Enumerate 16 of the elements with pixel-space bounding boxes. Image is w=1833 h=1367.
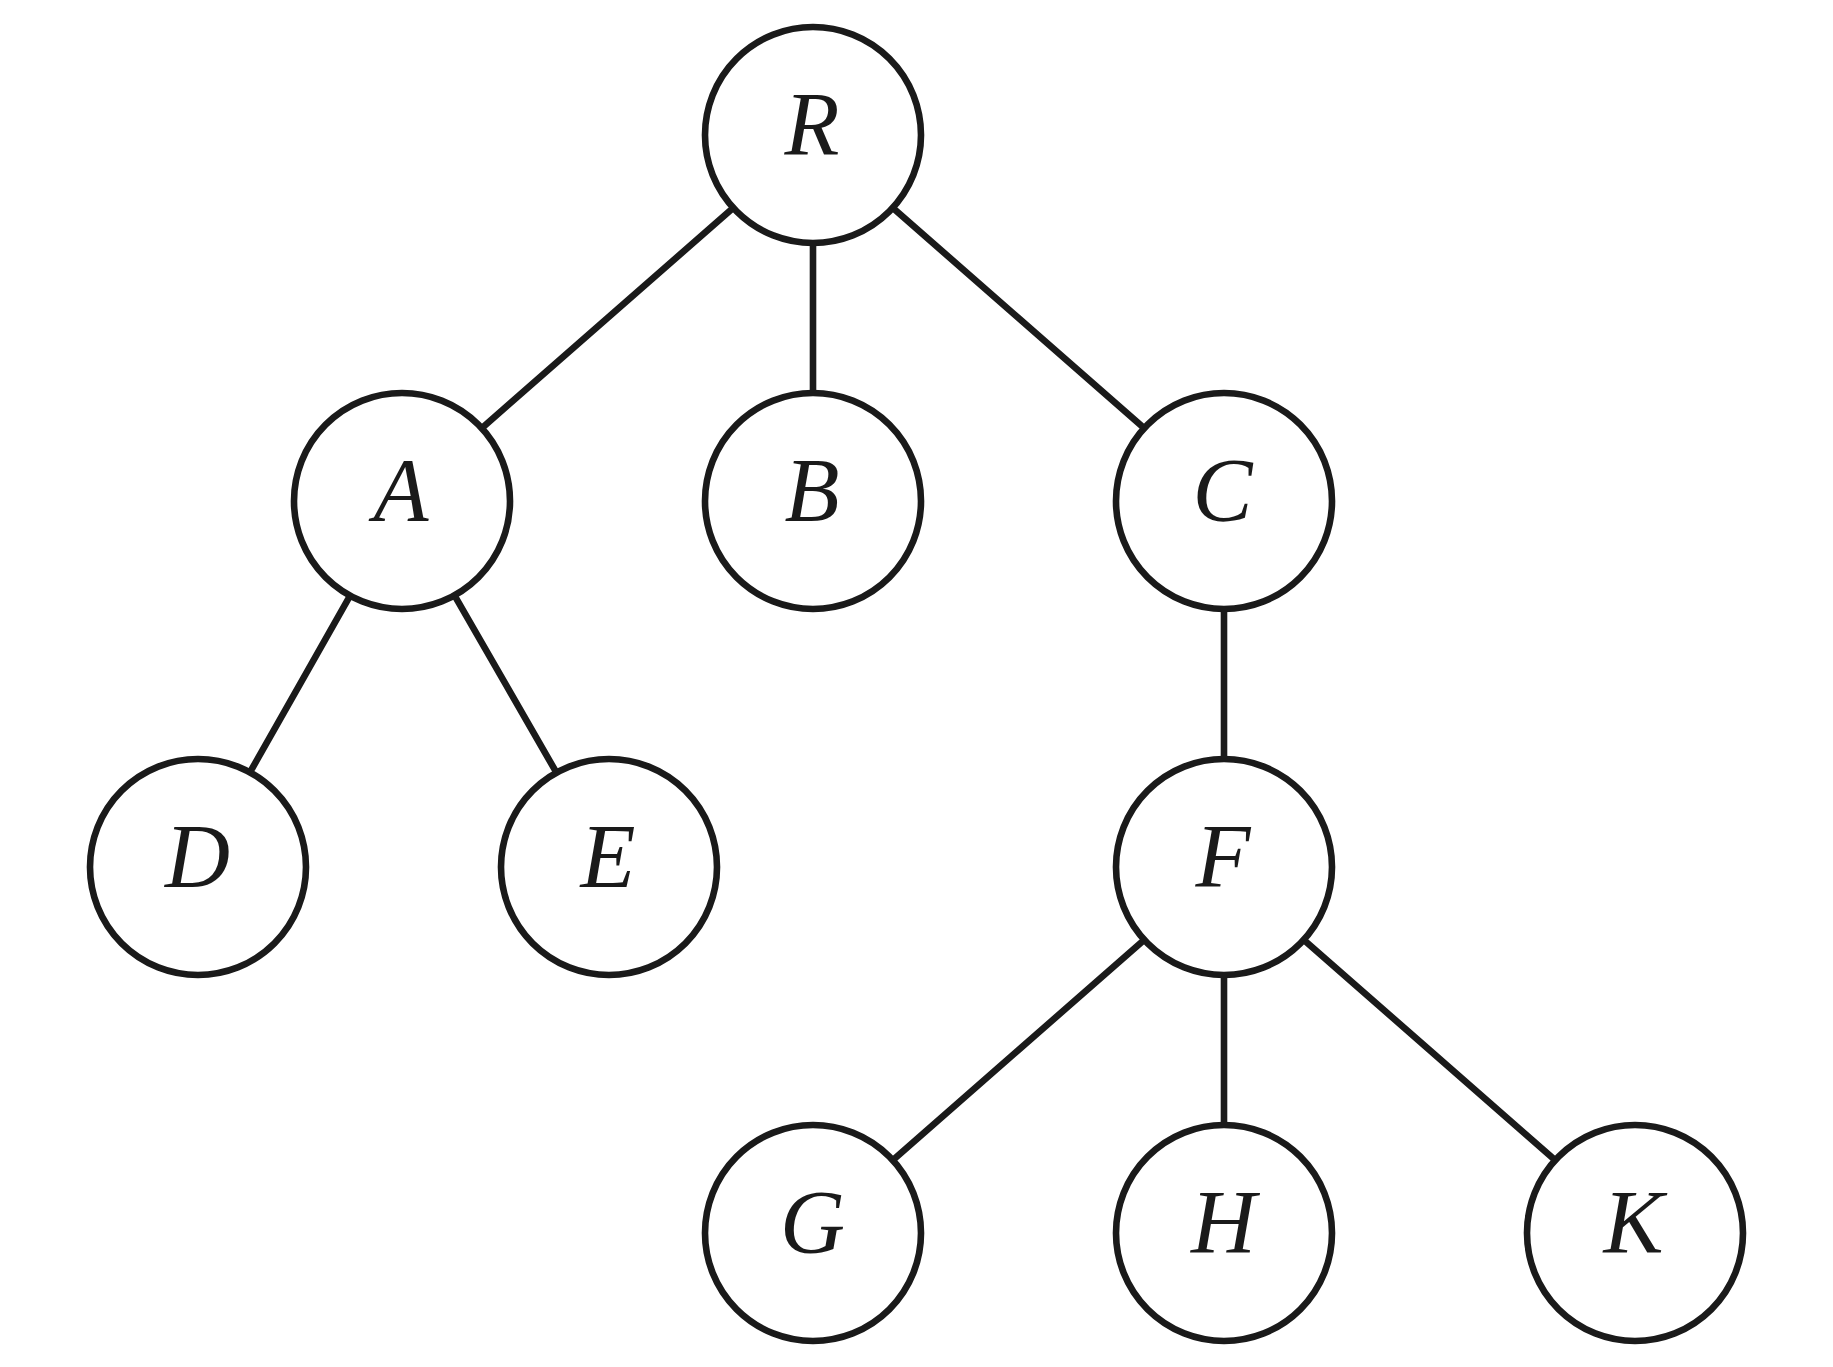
node-circle: F — [1112, 755, 1336, 978]
connector — [1302, 937, 1558, 1162]
connector — [247, 593, 353, 773]
node-circle: D — [86, 755, 310, 978]
node-circle: B — [701, 389, 925, 612]
node-circle: R — [701, 23, 925, 246]
connector — [479, 205, 735, 430]
node-circle: A — [290, 389, 514, 612]
node-circle: K — [1523, 1121, 1747, 1344]
connector — [451, 593, 560, 774]
node-circle: E — [497, 755, 721, 978]
connector — [890, 937, 1146, 1162]
node-circle: H — [1112, 1121, 1336, 1344]
node-circle: C — [1112, 389, 1336, 612]
node-circle: G — [701, 1121, 925, 1344]
connector — [891, 205, 1147, 430]
